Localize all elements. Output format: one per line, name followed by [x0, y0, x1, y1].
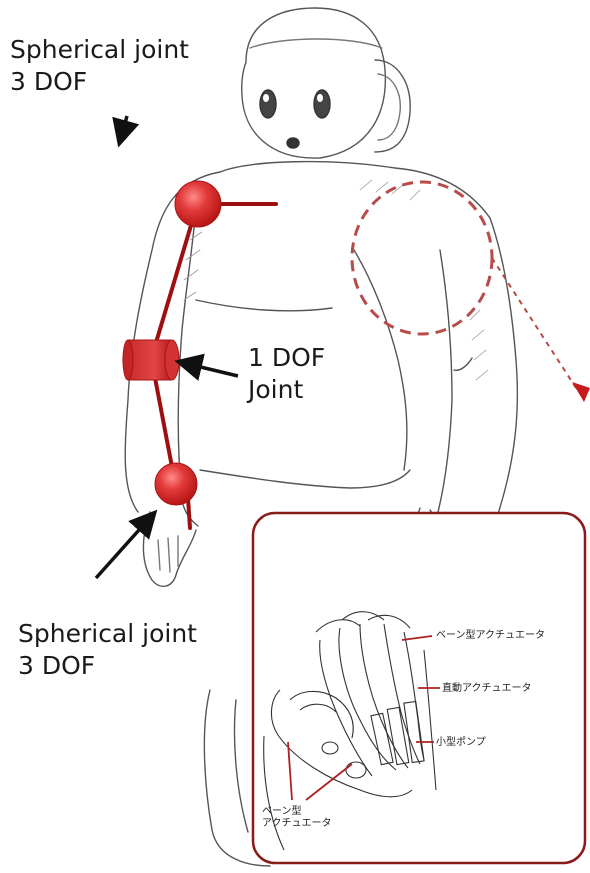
elbow-joint-label: 1 DOF Joint [248, 342, 325, 406]
inset-callout-linear: 直動アクチュエータ [442, 683, 532, 695]
inset-callout-vane-palm-line2: アクチュエータ [262, 818, 332, 830]
shoulder-joint-label-line2: 3 DOF [10, 66, 189, 98]
left-eye [260, 90, 276, 118]
inset-callout-vane-palm: ベーン型 アクチュエータ [262, 806, 332, 830]
mouth [287, 138, 299, 148]
elbow-joint-label-line1: 1 DOF [248, 342, 325, 374]
shoulder-joint-label: Spherical joint 3 DOF [10, 34, 189, 98]
robot-right-arm [430, 218, 517, 530]
elbow-joint-icon [123, 340, 179, 380]
robot-head [242, 8, 386, 158]
elbow-pointer-arrow [188, 364, 238, 376]
hand-link [188, 498, 190, 528]
wrist-joint-label: Spherical joint 3 DOF [18, 618, 197, 682]
inset-callout-linear-text: 直動アクチュエータ [442, 683, 532, 695]
inset-callout-pump: 小型ポンプ [436, 737, 486, 749]
shoulder-pointer-arrow [122, 116, 127, 134]
inset-callout-vane: ベーン型アクチュエータ [436, 630, 545, 642]
wrist-pointer-arrow [96, 520, 148, 578]
wrist-joint-label-line2: 3 DOF [18, 650, 197, 682]
shoulder-joint-label-line1: Spherical joint [10, 34, 189, 66]
wrist-joint-icon [155, 463, 197, 505]
elbow-joint-label-line2: Joint [248, 374, 325, 406]
right-eye [314, 90, 330, 118]
inset-callout-pump-text: 小型ポンプ [436, 737, 486, 749]
upper-arm-link [152, 212, 195, 356]
highlight-circle [352, 182, 492, 334]
detail-highlight [352, 182, 590, 402]
detail-arrow-head [572, 382, 590, 402]
inset-callout-vane-text: ベーン型アクチュエータ [436, 630, 545, 642]
detail-dashed-arrow [492, 258, 576, 388]
inset-callout-vane-palm-line1: ベーン型 [262, 806, 332, 818]
shoulder-joint-icon [175, 181, 221, 227]
wrist-joint-label-line1: Spherical joint [18, 618, 197, 650]
